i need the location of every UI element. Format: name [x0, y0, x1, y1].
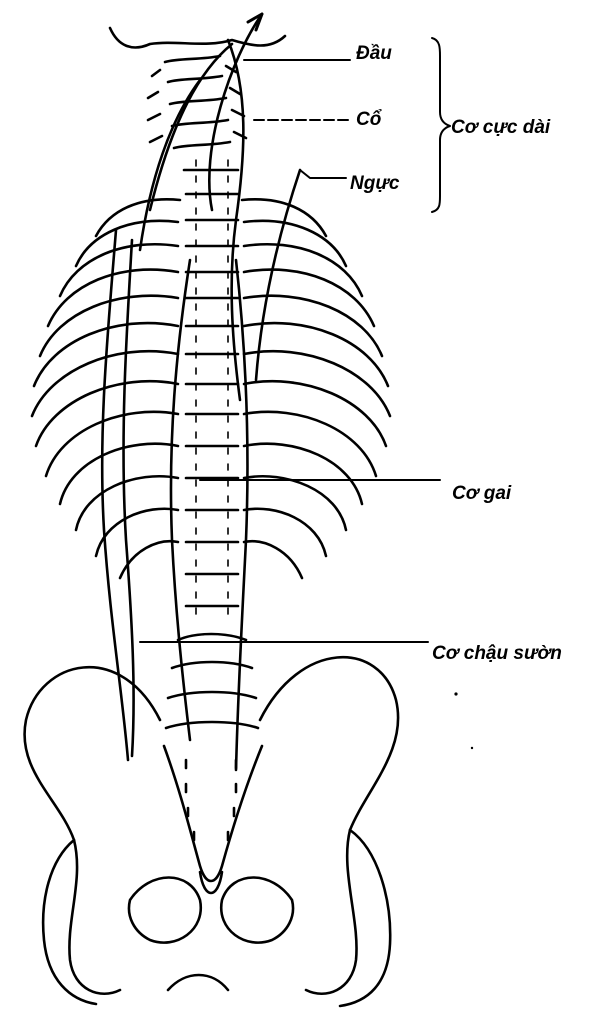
label-nguc: Ngực: [350, 174, 399, 193]
iliocostalis-muscle: [102, 170, 300, 760]
pelvis-left: [25, 667, 228, 1004]
label-dau: Đầu: [356, 44, 392, 63]
speckle: [454, 692, 457, 695]
leader-nguc: [300, 170, 346, 178]
cervical-vertebrae: [148, 56, 246, 148]
skull-base: [110, 28, 285, 47]
label-bracket: [432, 38, 450, 212]
rib-cage-left: [32, 199, 180, 578]
speckle: [471, 747, 473, 749]
arrow-head: [248, 14, 262, 30]
sacrum: [164, 746, 262, 893]
rib-cage-right: [242, 199, 390, 578]
label-co-cuc-dai: Cơ cực dài: [451, 118, 550, 137]
label-co-chau-suon: Cơ chậu sườn: [432, 644, 562, 663]
pelvis-right: [221, 657, 398, 1006]
label-co-gai: Cơ gai: [452, 484, 511, 503]
label-co: Cổ: [356, 110, 381, 129]
